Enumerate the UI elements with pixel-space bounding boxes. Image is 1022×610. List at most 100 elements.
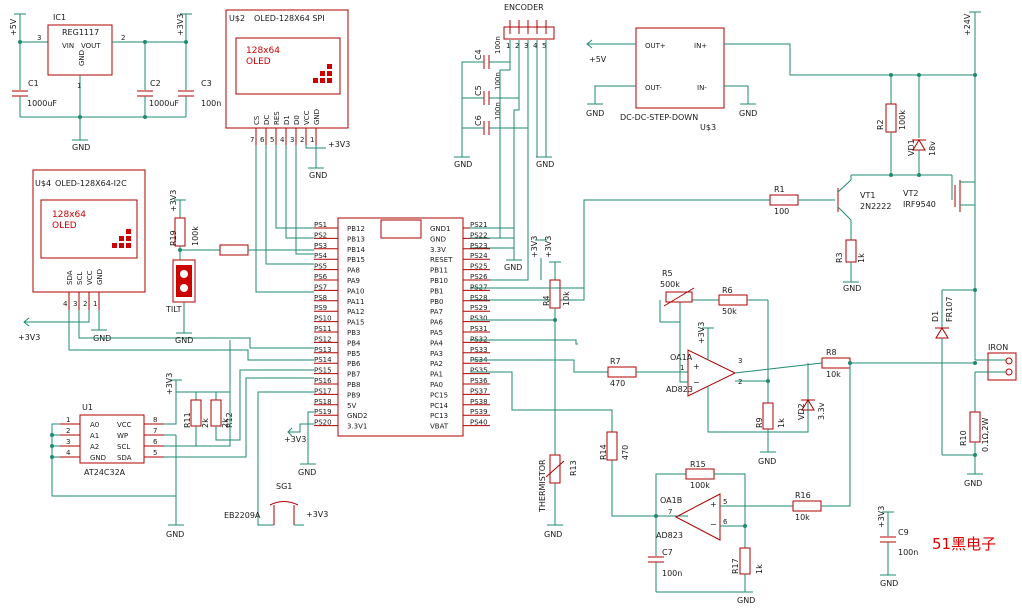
oled-i2c-module: U$4 OLED-128X64-I2C 128x64 OLED SDA SCL … xyxy=(18,169,314,361)
svg-text:D0: D0 xyxy=(293,115,301,125)
svg-text:6: 6 xyxy=(153,438,158,446)
mcu-net-label: PS20 xyxy=(314,419,332,427)
svg-text:128x64: 128x64 xyxy=(52,210,86,220)
svg-text:GND: GND xyxy=(504,263,522,272)
svg-text:3: 3 xyxy=(66,438,70,446)
svg-text:100k: 100k xyxy=(690,481,710,490)
mcu-net-label: PS40 xyxy=(470,419,488,427)
svg-text:128x64: 128x64 xyxy=(246,46,280,56)
mcu-pin-name: PA12 xyxy=(347,308,364,316)
svg-text:R1: R1 xyxy=(774,185,785,194)
svg-text:VOUT: VOUT xyxy=(81,42,101,50)
svg-text:2: 2 xyxy=(738,378,742,386)
svg-text:VCC: VCC xyxy=(303,110,311,125)
svg-text:+3V3: +3V3 xyxy=(284,435,306,444)
svg-text:OLED: OLED xyxy=(52,221,77,231)
mcu-pin-name: PA4 xyxy=(430,339,444,347)
mcu-net-label: PS9 xyxy=(314,304,327,312)
mcu-pin-name: GND xyxy=(430,235,446,243)
svg-text:OLED-128X64-I2C: OLED-128X64-I2C xyxy=(55,179,127,188)
svg-text:GND: GND xyxy=(454,160,472,169)
c1-ref: C1 xyxy=(28,79,39,88)
svg-text:AD823: AD823 xyxy=(666,385,693,394)
mcu-pin-name: PB15 xyxy=(347,256,365,264)
svg-text:100n: 100n xyxy=(494,102,502,120)
svg-text:5: 5 xyxy=(153,449,157,457)
svg-text:+3V3: +3V3 xyxy=(169,190,178,212)
svg-text:R8: R8 xyxy=(826,348,837,357)
mcu-pin-name: PC13 xyxy=(430,412,448,420)
mcu-net-label: PS6 xyxy=(314,273,328,281)
svg-text:18v: 18v xyxy=(928,141,937,156)
svg-text:10k: 10k xyxy=(826,370,841,379)
svg-text:+: + xyxy=(693,362,700,371)
svg-text:R11: R11 xyxy=(183,412,192,428)
svg-text:IRON: IRON xyxy=(988,343,1008,352)
svg-text:6: 6 xyxy=(723,518,728,526)
mcu-pin-name: PA11 xyxy=(347,298,364,306)
svg-text:OLED: OLED xyxy=(246,57,271,67)
mcu-pin-name: PB14 xyxy=(347,246,365,254)
svg-text:ENCODER: ENCODER xyxy=(504,3,544,12)
svg-text:2: 2 xyxy=(515,42,519,50)
svg-text:R16: R16 xyxy=(795,491,811,500)
mcu-pin-name: VBAT xyxy=(430,423,449,431)
mcu-net-label: PS21 xyxy=(470,221,488,229)
svg-text:+3V3: +3V3 xyxy=(306,510,328,519)
svg-text:1k: 1k xyxy=(857,253,866,263)
mcu-pin-name: PB4 xyxy=(347,339,361,347)
svg-text:1: 1 xyxy=(77,82,81,90)
mcu-pin-name: 3.3V xyxy=(430,246,446,254)
svg-text:+3V3: +3V3 xyxy=(530,236,539,258)
c1-value: 1000uF xyxy=(27,99,57,108)
svg-text:100n: 100n xyxy=(662,569,682,578)
svg-text:5: 5 xyxy=(723,498,727,506)
mcu-pin-name: PB10 xyxy=(430,277,448,285)
driver-transistor: R1 100 GND R3 1k VT1 2N2222 xyxy=(470,175,891,301)
mcu-pin-name: PB5 xyxy=(347,350,360,358)
svg-text:6: 6 xyxy=(260,136,265,144)
mcu-net-label: PS16 xyxy=(314,377,332,385)
mcu-net-label: PS27 xyxy=(470,283,488,291)
mcu-net-label: PS28 xyxy=(470,294,488,302)
mcu-pin-name: PB6 xyxy=(347,360,361,368)
mcu-pin-name: PB11 xyxy=(430,267,448,275)
rail-5v-label: +5V xyxy=(9,18,18,36)
svg-text:R4: R4 xyxy=(542,295,551,306)
mcu-pin-name: PA1 xyxy=(430,371,443,379)
eeprom: U1 AT24C32A A0 A1 A2 GND VCC WP SCL SDA … xyxy=(50,340,314,539)
mcu-pin-name: PB1 xyxy=(430,287,443,295)
svg-text:2: 2 xyxy=(66,427,70,435)
mcu-net-label: PS36 xyxy=(470,377,488,385)
mcu-net-label: PS14 xyxy=(314,356,332,364)
mcu-net-label: PS38 xyxy=(470,398,488,406)
svg-text:GND: GND xyxy=(78,50,86,66)
mcu-pin-name: PB12 xyxy=(347,225,365,233)
svg-text:GND: GND xyxy=(964,479,982,488)
svg-text:100n: 100n xyxy=(494,72,502,90)
svg-text:GND: GND xyxy=(758,457,776,466)
mcu-net-label: PS5 xyxy=(314,263,327,271)
svg-text:R19: R19 xyxy=(169,230,178,246)
svg-text:3: 3 xyxy=(37,34,41,42)
svg-text:A2: A2 xyxy=(90,443,99,451)
mcu-pin-name: PA2 xyxy=(430,360,443,368)
svg-text:1: 1 xyxy=(506,42,510,50)
mcu-pin-name: PA7 xyxy=(430,308,443,316)
mcu-net-label: PS15 xyxy=(314,367,332,375)
c2-value: 1000uF xyxy=(149,99,179,108)
svg-text:GND: GND xyxy=(544,530,562,539)
svg-text:GND: GND xyxy=(298,468,316,477)
mcu-net-label: PS3 xyxy=(314,242,327,250)
svg-text:3: 3 xyxy=(738,357,742,365)
svg-text:SCL: SCL xyxy=(76,272,84,285)
mcu-pin-name: PA8 xyxy=(347,267,360,275)
mcu-right-pins: PS21GND1PS22GNDPS233.3VPS24RESETPS25PB11… xyxy=(430,221,490,431)
svg-text:SCL: SCL xyxy=(117,443,130,451)
svg-text:+: + xyxy=(710,500,717,509)
mcu-pin-name: RESET xyxy=(430,256,453,264)
mcu-net-label: PS18 xyxy=(314,398,332,406)
mcu-pin-name: PA5 xyxy=(430,329,443,337)
mcu-net-label: PS30 xyxy=(470,315,488,323)
